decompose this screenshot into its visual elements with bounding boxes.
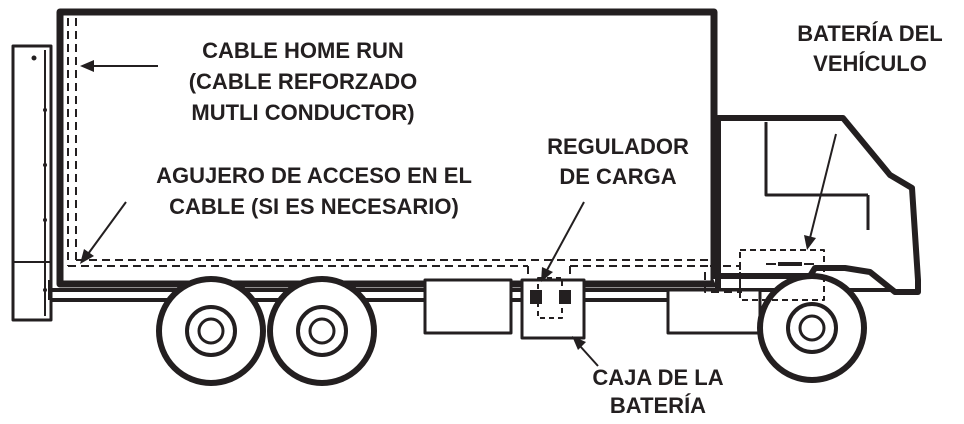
- label-charge-regulator: REGULADOR DE CARGA: [547, 134, 689, 189]
- access-hole-line-2: CABLE (SI ES NECESARIO): [169, 194, 459, 219]
- charge-regulator-line-2: DE CARGA: [559, 164, 676, 189]
- battery-box-line-2: BATERÍA: [610, 393, 706, 418]
- label-battery-box: CAJA DE LA BATERÍA: [592, 365, 723, 418]
- home-run-cable-line-3: MUTLI CONDUCTOR): [191, 100, 414, 125]
- rear-wheel-1: [156, 276, 266, 386]
- charge-regulator-line-1: REGULADOR: [547, 134, 689, 159]
- charge-regulator: [530, 277, 571, 319]
- front-wheel: [757, 273, 867, 383]
- label-vehicle-battery: BATERÍA DEL VEHÍCULO: [797, 21, 942, 76]
- underbody-boxes: [423, 278, 762, 340]
- battery-box-line-1: CAJA DE LA: [592, 365, 723, 390]
- vehicle-battery-line-2: VEHÍCULO: [813, 51, 927, 76]
- leader-arrows: [80, 60, 837, 367]
- home-run-cable-line-1: CABLE HOME RUN: [202, 38, 404, 63]
- label-access-hole: AGUJERO DE ACCESO EN EL CABLE (SI ES NEC…: [156, 163, 472, 219]
- cargo-box: [56, 8, 718, 288]
- rear-wheel-2: [267, 276, 377, 386]
- home-run-cable-route: [67, 18, 742, 293]
- label-home-run-cable: CABLE HOME RUN (CABLE REFORZADO MUTLI CO…: [189, 38, 418, 125]
- vehicle-battery-line-1: BATERÍA DEL: [797, 21, 942, 46]
- truck-cab: [712, 115, 921, 295]
- home-run-cable-line-2: (CABLE REFORZADO: [189, 69, 418, 94]
- rear-panel: [11, 44, 53, 322]
- vehicle-battery: [739, 249, 825, 301]
- access-hole-line-1: AGUJERO DE ACCESO EN EL: [156, 163, 472, 188]
